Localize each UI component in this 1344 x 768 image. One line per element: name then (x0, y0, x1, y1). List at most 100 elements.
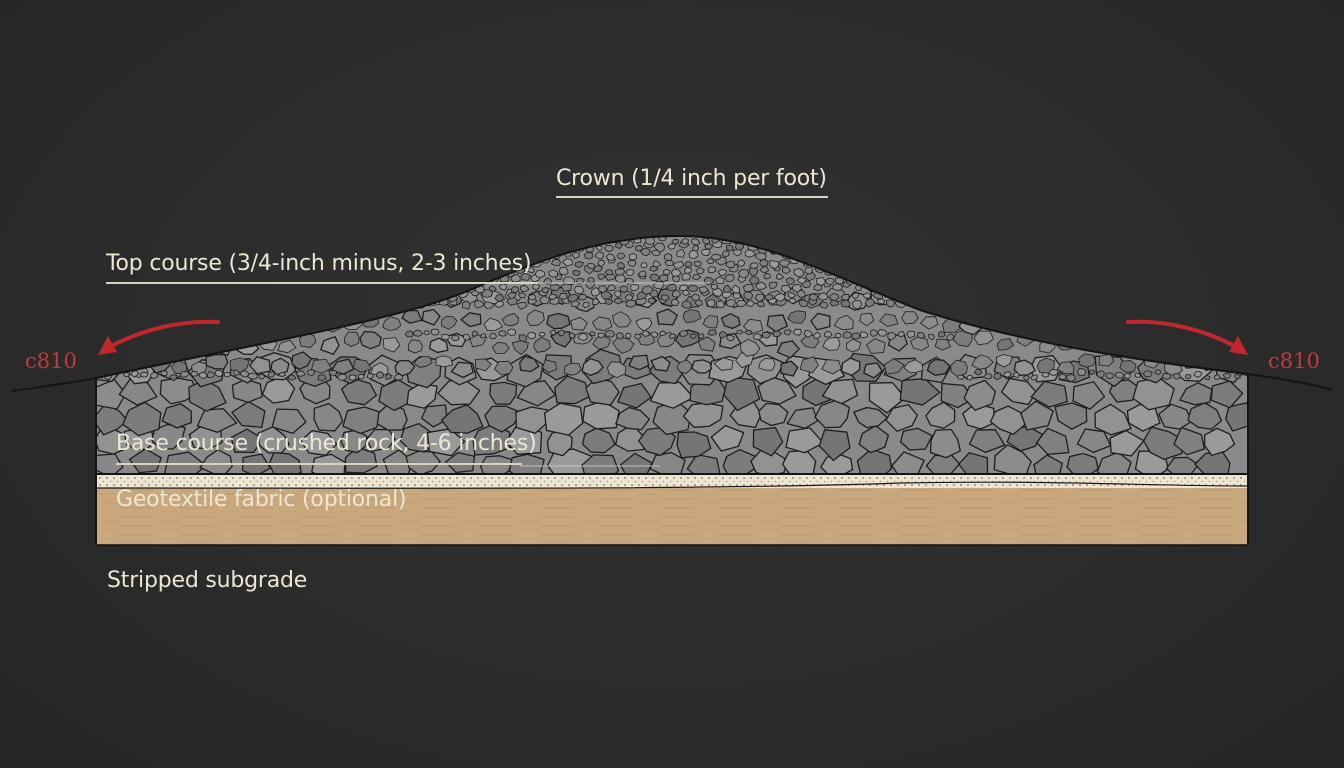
stone (664, 259, 674, 267)
stone (787, 310, 807, 324)
stone (666, 283, 677, 291)
stone (822, 242, 833, 251)
stone (699, 286, 709, 294)
stone (179, 370, 190, 378)
stone (658, 274, 669, 283)
stone (858, 245, 866, 253)
stone (963, 301, 973, 309)
stone (419, 236, 428, 241)
stone (899, 377, 941, 406)
stone (693, 260, 702, 268)
stone (909, 277, 920, 286)
stone (905, 253, 913, 261)
stone (692, 274, 702, 281)
stone (564, 240, 573, 248)
stone (605, 253, 616, 262)
stone (1003, 371, 1012, 378)
stone (889, 274, 899, 283)
geotextile-label: Geotextile fabric (optional) (116, 487, 407, 512)
stone (199, 371, 208, 379)
stone (460, 242, 470, 250)
stone (207, 291, 228, 311)
stone (382, 337, 401, 353)
stone (785, 277, 795, 285)
stone (754, 281, 767, 290)
stone (585, 376, 620, 406)
stone (629, 283, 639, 292)
stone (423, 330, 430, 336)
stone (785, 236, 796, 241)
stone (311, 453, 346, 474)
stone (716, 300, 725, 309)
stone (796, 277, 807, 285)
stone (1056, 361, 1075, 375)
stone (1017, 287, 1036, 301)
top-course-underline (106, 282, 538, 284)
stone (295, 370, 306, 377)
stone (258, 373, 266, 380)
stone (161, 402, 193, 429)
stones-group (96, 236, 1248, 474)
stone (360, 296, 380, 309)
stone (532, 283, 540, 291)
stone (935, 272, 946, 281)
stone (435, 355, 454, 368)
stone (1142, 369, 1153, 378)
stone (122, 401, 162, 437)
stone (865, 338, 886, 354)
stone (780, 284, 792, 294)
stone (758, 358, 776, 371)
stone (232, 369, 240, 376)
stone (112, 314, 130, 330)
stone (428, 236, 439, 242)
stone (974, 288, 994, 305)
stone (539, 331, 546, 337)
stone (697, 336, 716, 352)
stone (1023, 374, 1031, 381)
stone (649, 381, 695, 409)
stone (617, 261, 626, 270)
stone (150, 330, 169, 347)
stone (558, 292, 568, 301)
stone (667, 243, 677, 250)
stone (742, 236, 754, 245)
stone (963, 379, 997, 411)
stone (503, 239, 513, 249)
stone (1175, 297, 1192, 312)
stone (595, 236, 605, 242)
stone (834, 332, 842, 339)
stone (551, 236, 561, 242)
stone (110, 290, 127, 306)
stone (337, 291, 361, 308)
stone (714, 276, 725, 285)
stone (956, 291, 975, 306)
stone (972, 301, 983, 309)
stone (926, 262, 936, 270)
stone (934, 338, 952, 351)
stone (604, 269, 614, 276)
stone (798, 299, 809, 308)
stone (867, 272, 877, 282)
stone (581, 357, 604, 377)
stone (900, 242, 910, 251)
stone (578, 293, 588, 301)
stone (1199, 312, 1220, 325)
stone (277, 371, 287, 378)
stone (517, 301, 528, 310)
stone (538, 240, 552, 249)
stone (550, 330, 572, 348)
stone (832, 243, 843, 252)
stone (393, 288, 404, 298)
stone (917, 266, 928, 276)
stone (1076, 428, 1112, 454)
stone (139, 371, 149, 378)
stone (539, 295, 551, 305)
stone (818, 429, 851, 462)
stone (393, 373, 404, 381)
stone (796, 289, 806, 299)
stone (802, 244, 812, 253)
stone (558, 266, 569, 276)
stone (527, 294, 536, 301)
stone (695, 267, 705, 275)
subgrade-label: Stripped subgrade (107, 568, 308, 593)
